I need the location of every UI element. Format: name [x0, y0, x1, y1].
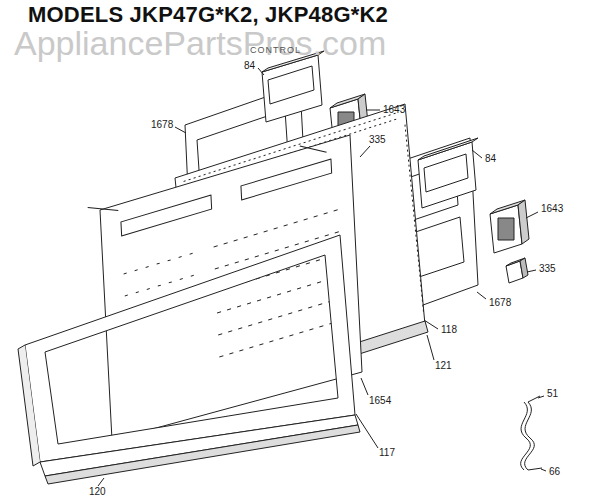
leader-line [356, 414, 378, 448]
watermark: AppliancePartsPros.com [14, 24, 386, 63]
leader-line [98, 478, 104, 486]
leader-line [538, 396, 544, 398]
bezel-trim [40, 415, 358, 476]
leader-line [526, 212, 538, 218]
callout-number: 335 [538, 263, 557, 274]
contact-row [405, 125, 424, 315]
transformer [490, 200, 529, 253]
bezel-trim-lip [45, 425, 360, 484]
wire-harness [521, 402, 531, 470]
diagram-title: MODELS JKP47G*K2, JKP48G*K2 [28, 2, 388, 28]
leader-line [477, 292, 486, 299]
panel-window [121, 195, 212, 236]
section-heading: CONTROL [250, 45, 301, 55]
display-body [418, 142, 476, 208]
leader-line [427, 335, 434, 360]
callout-number: 121 [434, 360, 453, 371]
ribbon-cable [88, 136, 327, 223]
callout-number: 66 [548, 466, 561, 477]
display-module [418, 138, 478, 208]
leader-line [472, 150, 482, 158]
leader-line [258, 68, 264, 75]
wire-terminal [528, 396, 542, 470]
panel-window [241, 159, 332, 200]
wire-harness [525, 402, 535, 470]
display-top [418, 138, 478, 160]
callout-number: 1678 [150, 119, 174, 130]
plug-connector [506, 258, 528, 283]
callout-number: 51 [546, 388, 559, 399]
leader-line [360, 146, 370, 157]
leader-line [175, 127, 186, 133]
callout-number: 117 [378, 447, 396, 458]
display-window [268, 66, 314, 104]
display-window [424, 154, 468, 192]
callout-number: 1643 [540, 203, 564, 214]
leader-line [361, 378, 368, 395]
display-body [262, 55, 322, 122]
bezel-edge [18, 345, 40, 466]
callout-number: 335 [368, 134, 387, 145]
transformer-core [498, 218, 514, 240]
leader-line [424, 320, 438, 329]
leader-line [527, 270, 536, 272]
transformer-side [518, 200, 529, 244]
plug-side [520, 258, 528, 278]
callout-number: 1654 [368, 395, 392, 406]
leader-lines [98, 68, 546, 486]
callout-number: 84 [243, 60, 256, 71]
callout-number: 120 [88, 486, 107, 497]
callout-number: 84 [484, 153, 497, 164]
callout-number: 1643 [382, 104, 406, 115]
leader-line [541, 469, 546, 471]
callout-number: 118 [440, 324, 458, 335]
leader-line [366, 110, 380, 111]
panel-graphics [88, 132, 350, 394]
callout-number: 1678 [488, 297, 512, 308]
